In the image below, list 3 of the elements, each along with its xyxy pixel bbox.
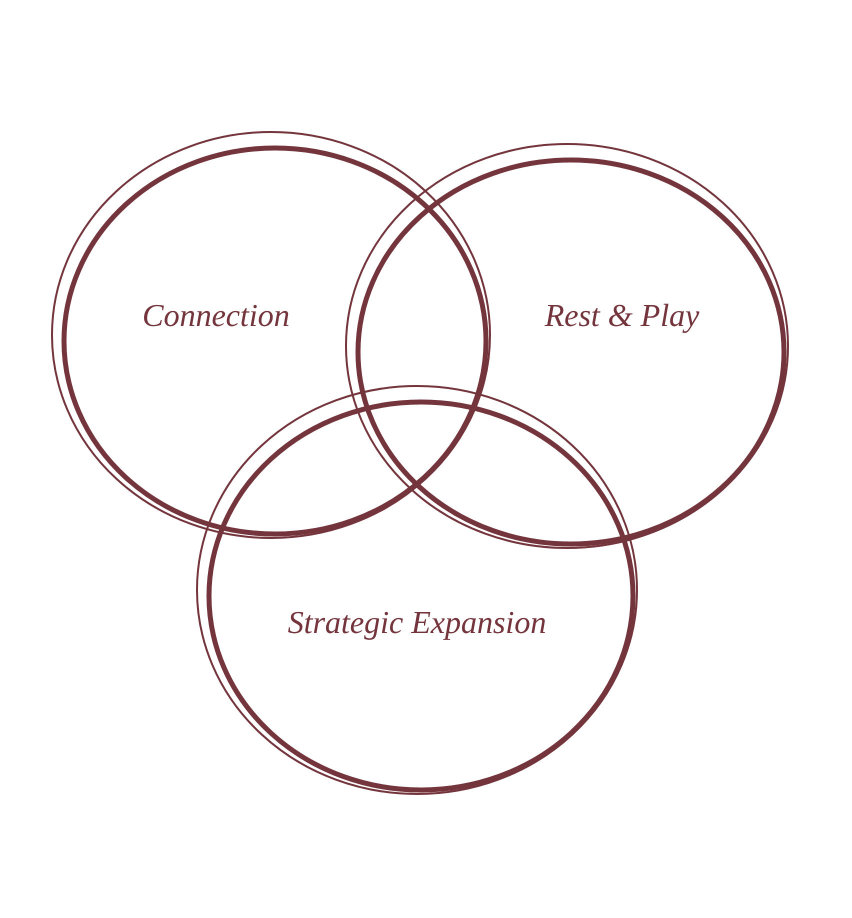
circle-label: Strategic Expansion [288, 606, 546, 638]
circle-label: Connection [142, 299, 290, 331]
circle-label: Rest & Play [544, 299, 700, 331]
